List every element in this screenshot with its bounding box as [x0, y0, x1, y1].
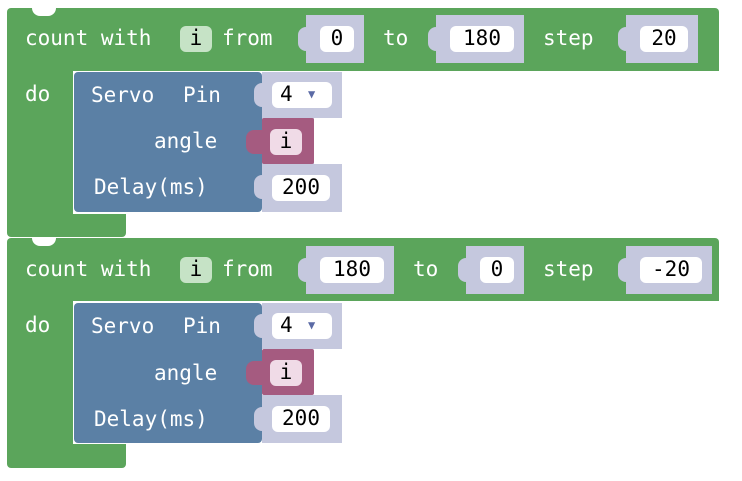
step-label: step [543, 26, 594, 50]
loop-footer [7, 214, 126, 237]
angle-label: angle [154, 361, 218, 385]
angle-variable[interactable]: i [270, 129, 302, 155]
do-label: do [25, 82, 51, 106]
do-label: do [25, 313, 51, 337]
loop-variable[interactable]: i [180, 257, 212, 283]
pin-label: Pin [183, 314, 221, 338]
delay-label: Delay(ms) [94, 407, 208, 431]
to-value[interactable]: 0 [480, 257, 514, 283]
servo-label: Servo [91, 314, 155, 338]
delay-label: Delay(ms) [94, 175, 208, 199]
dropdown-arrow-icon: ▼ [308, 87, 316, 101]
pin-label: Pin [183, 83, 221, 107]
count-with-label: count with [25, 26, 152, 50]
loop-side-bar [7, 71, 73, 217]
servo-block-body [74, 72, 262, 212]
pin-dropdown[interactable]: 4 ▼ [272, 313, 332, 339]
pin-dropdown[interactable]: 4 ▼ [272, 82, 332, 108]
count-with-label: count with [25, 257, 152, 281]
step-value[interactable]: 20 [640, 26, 688, 52]
loop-side-bar [7, 301, 73, 447]
loop-variable[interactable]: i [180, 26, 212, 52]
from-label: from [222, 26, 273, 50]
angle-variable[interactable]: i [270, 360, 302, 386]
from-label: from [222, 257, 273, 281]
to-value[interactable]: 180 [450, 26, 514, 52]
top-notch [32, 8, 56, 16]
step-value[interactable]: -20 [640, 257, 702, 283]
delay-value[interactable]: 200 [272, 406, 330, 432]
delay-value[interactable]: 200 [272, 175, 330, 201]
angle-label: angle [154, 129, 218, 153]
dropdown-arrow-icon: ▼ [308, 318, 316, 332]
servo-block-body [74, 303, 262, 443]
servo-label: Servo [91, 83, 155, 107]
to-label: to [413, 257, 439, 281]
pin-value: 4 [280, 313, 293, 337]
pin-value: 4 [280, 82, 293, 106]
top-notch [32, 238, 56, 246]
from-value[interactable]: 0 [320, 26, 354, 52]
from-value[interactable]: 180 [320, 257, 384, 283]
step-label: step [543, 257, 594, 281]
loop-footer [7, 444, 126, 468]
to-label: to [383, 26, 409, 50]
